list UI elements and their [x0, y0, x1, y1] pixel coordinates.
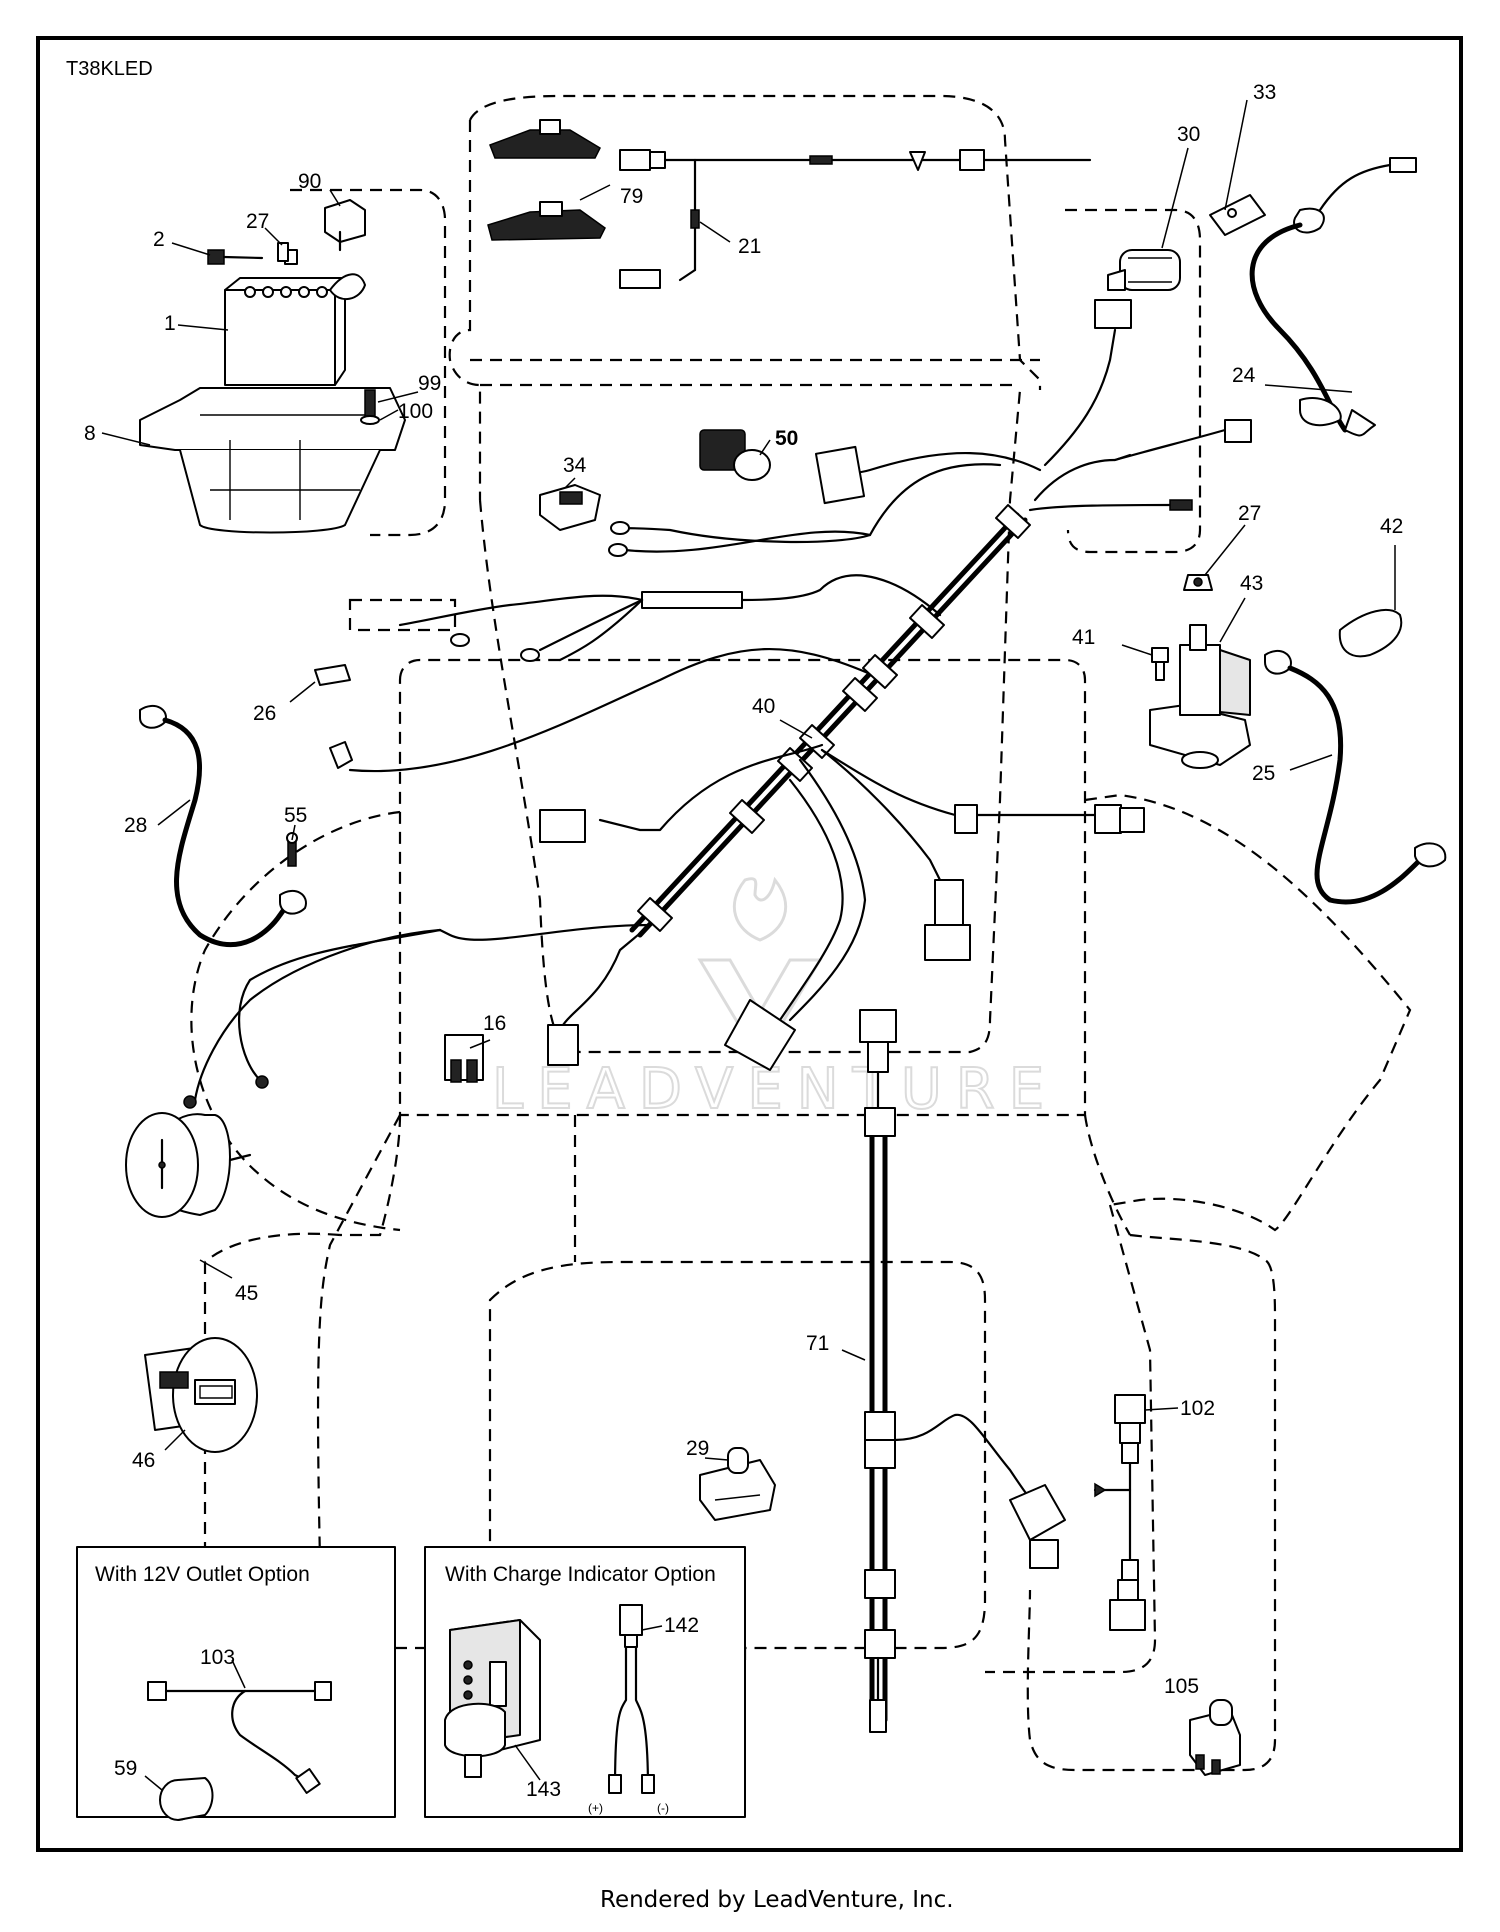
charge-minus-label: (-)	[657, 1801, 669, 1815]
headlight-lower	[487, 201, 606, 241]
callout-55: 55	[284, 804, 307, 827]
washer-100	[360, 415, 380, 425]
callout-59: 59	[114, 1757, 137, 1780]
callout-8: 8	[84, 422, 96, 445]
ignition-switch	[1107, 249, 1181, 291]
battery-box	[139, 387, 406, 534]
callout-40: 40	[752, 695, 775, 718]
callout-33: 33	[1253, 81, 1276, 104]
ignition-key	[1209, 194, 1266, 236]
model-code: T38KLED	[66, 58, 153, 80]
leader-lines	[101, 99, 1396, 1791]
footer-credit: Rendered by LeadVenture, Inc.	[600, 1887, 954, 1913]
callout-103: 103	[200, 1646, 235, 1669]
callout-100: 100	[398, 400, 433, 423]
callout-21: 21	[738, 235, 761, 258]
callout-1: 1	[164, 312, 176, 335]
callouts: 1 2 27 90 8 99 100 21 79 30 33 24 34 50 …	[84, 81, 1403, 1801]
headlight-switch	[539, 484, 601, 531]
charge-option-title: With Charge Indicator Option	[445, 1563, 716, 1586]
harness-71	[859, 1009, 1066, 1733]
battery-nut	[277, 242, 289, 262]
screw-99	[364, 389, 376, 417]
charge-indicator-143	[444, 1619, 541, 1778]
callout-16: 16	[483, 1012, 506, 1035]
harness-142: (+) (-)	[588, 1604, 669, 1815]
outlet-59	[159, 1777, 214, 1821]
light-harness	[619, 149, 1092, 289]
switch-29	[699, 1447, 776, 1521]
callout-143: 143	[526, 1778, 561, 1801]
callout-28: 28	[124, 814, 147, 837]
fuse-26	[314, 664, 351, 686]
callout-99: 99	[418, 372, 441, 395]
charge-option-box: With Charge Indicator Option (+) (-)	[424, 1546, 746, 1818]
callout-27-solenoid: 27	[1238, 502, 1261, 525]
callout-43: 43	[1240, 572, 1263, 595]
callout-30: 30	[1177, 123, 1200, 146]
relay-102	[1093, 1394, 1146, 1631]
tractor-outline	[190, 94, 1412, 1772]
battery-cable-25	[1264, 649, 1447, 905]
diagram-frame	[36, 36, 1463, 1852]
callout-46: 46	[132, 1449, 155, 1472]
callout-102: 102	[1180, 1397, 1215, 1420]
leadventure-watermark: LEADVENTURE	[491, 876, 1058, 1123]
watermark-text: LEADVENTURE	[492, 1057, 1058, 1122]
fuse-holder	[324, 199, 366, 252]
connector-16	[444, 1034, 484, 1083]
callout-27-battery: 27	[246, 210, 269, 233]
gauge-45	[125, 1112, 252, 1218]
callout-45: 45	[235, 1282, 258, 1305]
callout-29: 29	[686, 1437, 709, 1460]
callout-90: 90	[298, 170, 321, 193]
solenoid	[1149, 624, 1251, 769]
callout-2: 2	[153, 228, 165, 251]
callout-105: 105	[1164, 1675, 1199, 1698]
callout-79: 79	[620, 185, 643, 208]
callout-25: 25	[1252, 762, 1275, 785]
hour-meter-46	[144, 1337, 258, 1453]
callout-41: 41	[1072, 626, 1095, 649]
outlet-option-box: With 12V Outlet Option	[76, 1546, 396, 1821]
callout-34: 34	[563, 454, 587, 477]
battery-cable-24	[1249, 157, 1417, 437]
bolt-41	[1151, 647, 1169, 681]
headlight-upper	[489, 119, 601, 159]
outlet-option-title: With 12V Outlet Option	[95, 1563, 310, 1586]
callout-24: 24	[1232, 364, 1256, 387]
callout-50: 50	[775, 427, 798, 450]
main-harness	[183, 299, 1252, 1109]
nut-27	[1183, 574, 1213, 591]
battery	[224, 277, 346, 386]
terminal-cover-42	[1338, 609, 1403, 658]
pto-switch	[699, 429, 771, 481]
callout-71: 71	[806, 1332, 829, 1355]
switch-105	[1189, 1699, 1241, 1776]
callout-142: 142	[664, 1614, 699, 1637]
callout-26: 26	[253, 702, 276, 725]
charge-plus-label: (+)	[588, 1801, 603, 1815]
callout-42: 42	[1380, 515, 1403, 538]
battery-terminal-cover	[329, 273, 366, 300]
ground-cable-28	[139, 704, 307, 948]
